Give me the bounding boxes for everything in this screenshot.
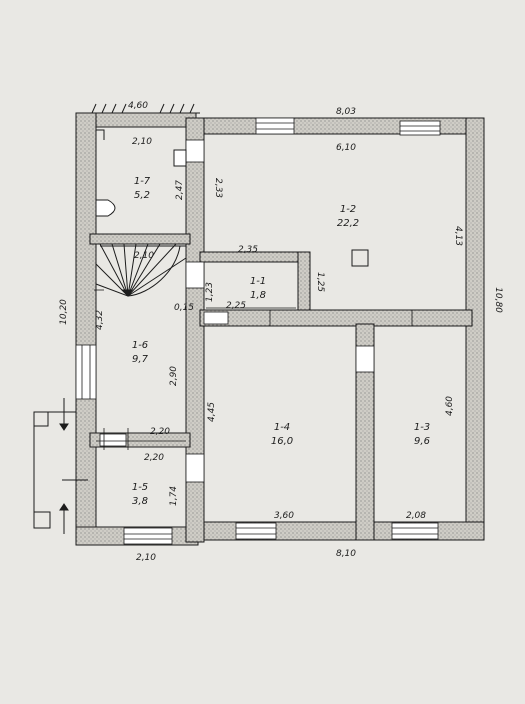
dim-room-1-7-width: 2,10: [132, 137, 152, 147]
room-area-1-5: 3,8: [132, 496, 148, 507]
room-id-1-7: 1-7: [134, 176, 151, 187]
dim-left-height: 10,20: [59, 299, 69, 325]
dim-corridor-height: 2,33: [213, 178, 223, 198]
wall-1-4-1-3: [355, 323, 375, 541]
windows: [75, 117, 441, 545]
room-area-1-2: 22,2: [337, 218, 359, 229]
dimension-labels: 4,60 8,03 2,10 8,10 10,20 10,80 6,10 4,1…: [59, 101, 503, 563]
dim-room-1-3-width: 2,08: [406, 511, 426, 521]
window-left: [75, 344, 97, 400]
dim-room-1-5-height: 1,74: [169, 486, 179, 506]
room-labels: 1-2 22,2 1-7 5,2 1-1 1,8 1-6 9,7 1-4 16,…: [132, 176, 430, 507]
stove-icon: [351, 249, 369, 267]
fixtures: [95, 129, 369, 267]
wall-right: [465, 117, 485, 541]
room-id-1-5: 1-5: [132, 482, 148, 493]
dim-room-1-1-width-bottom: 2,25: [226, 301, 246, 311]
room-area-1-1: 1,8: [250, 290, 266, 301]
door-1-2: [185, 261, 205, 289]
window-bottom-mid: [235, 522, 277, 540]
dimension-lines: [94, 261, 413, 450]
staircase: [95, 243, 187, 297]
room-area-1-4: 16,0: [271, 436, 293, 447]
dim-room-1-7-height: 2,47: [175, 180, 185, 200]
window-bottom-right: [391, 522, 439, 540]
dim-wall-gap: 0,15: [174, 303, 194, 313]
room-id-1-6: 1-6: [132, 340, 148, 351]
room-area-1-6: 9,7: [132, 354, 149, 365]
room-id-1-1: 1-1: [250, 276, 266, 287]
dim-room-1-5-width-mid: 2,20: [144, 453, 164, 463]
room-area-1-3: 9,6: [414, 436, 430, 447]
dim-stair-height: 4,32: [95, 310, 105, 330]
toilet-icon: [95, 199, 116, 217]
wall-1-1-right: [297, 251, 311, 311]
room-id-1-4: 1-4: [274, 422, 290, 433]
dim-right-height: 10,80: [493, 287, 503, 313]
dim-room-1-2-width: 6,10: [336, 143, 356, 153]
dim-room-1-5-width-top: 2,20: [150, 427, 170, 437]
dim-room-1-4-height: 4,45: [207, 402, 217, 422]
door-1-6: [185, 453, 205, 483]
window-bottom-left: [123, 527, 173, 545]
door-1-7: [185, 139, 205, 163]
dim-bottom-right-width: 8,10: [336, 549, 356, 559]
corner-door-swing: [96, 129, 105, 140]
sink-icon: [173, 149, 187, 167]
wall-1-7-bottom: [89, 233, 191, 245]
entrance-porch: [33, 398, 88, 534]
dim-top-left-width: 4,60: [128, 101, 148, 111]
wall-horizontal-mid: [199, 309, 473, 327]
dim-room-1-1-height-right: 1,25: [315, 272, 325, 292]
ground-hatch: [84, 103, 200, 114]
door-1-4: [203, 311, 229, 325]
wall-bottom-right: [185, 521, 485, 541]
dim-stair-width: 2,10: [134, 251, 154, 261]
dim-top-right-width: 8,03: [336, 107, 356, 117]
dim-room-1-2-height: 4,13: [453, 226, 463, 246]
room-id-1-3: 1-3: [414, 422, 430, 433]
door-1-5: [99, 433, 127, 447]
window-top-1: [255, 117, 295, 135]
window-top-2: [399, 120, 441, 136]
door-1-3: [355, 345, 375, 373]
dim-room-1-1-width-top: 2,35: [238, 245, 258, 255]
dim-room-1-3-height: 4,60: [445, 396, 455, 416]
room-id-1-2: 1-2: [340, 204, 356, 215]
dim-room-1-6-height: 2,90: [169, 366, 179, 386]
dim-bottom-left-width: 2,10: [136, 553, 156, 563]
dim-room-1-4-width: 3,60: [274, 511, 294, 521]
dim-room-1-1-height-left: 1,23: [205, 282, 215, 302]
door-openings: [99, 139, 375, 483]
room-area-1-7: 5,2: [134, 190, 150, 201]
